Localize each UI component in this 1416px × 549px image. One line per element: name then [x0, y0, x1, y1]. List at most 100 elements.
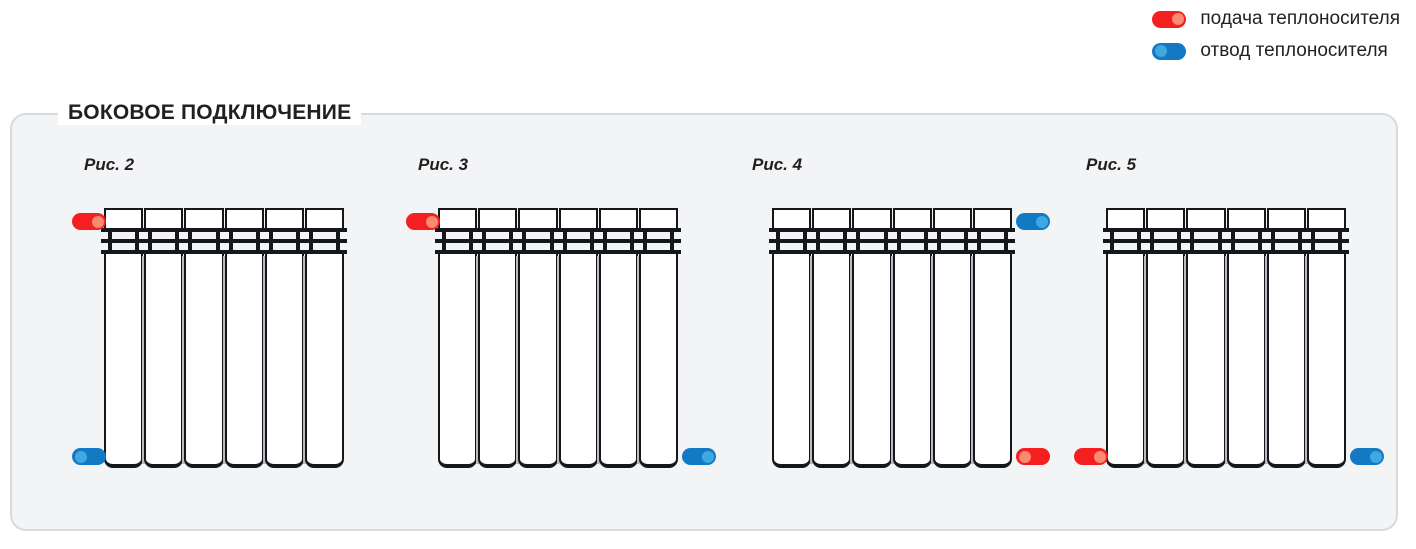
fin-line: [769, 239, 815, 243]
radiator-section: [1103, 208, 1149, 468]
section-body: [812, 254, 852, 468]
section-body: [972, 254, 1013, 468]
section-seam: [850, 256, 854, 464]
section-fins: [1103, 228, 1149, 256]
section-seam: [890, 256, 894, 464]
fin-post: [1190, 228, 1195, 254]
section-seam: [182, 256, 186, 464]
section-fins: [929, 228, 975, 256]
fin-post: [442, 228, 446, 254]
fin-line: [101, 239, 147, 243]
fin-post: [188, 228, 193, 254]
fin-line: [849, 250, 895, 254]
radiator-section: [301, 208, 348, 468]
section-fins: [435, 228, 481, 256]
fin-line: [1263, 250, 1309, 254]
radiator-diagram: [1103, 208, 1350, 468]
fin-post: [976, 228, 981, 254]
fin-post: [215, 228, 220, 254]
fin-line: [635, 250, 682, 254]
legend: подача теплоносителя отвод теплоносителя: [1152, 8, 1400, 62]
fin-line: [595, 239, 641, 243]
section-seam: [1224, 256, 1228, 464]
fin-post: [1177, 228, 1182, 254]
fin-line: [101, 228, 147, 232]
fin-line: [929, 228, 975, 232]
fin-line: [261, 250, 307, 254]
radiator-diagram: [769, 208, 1016, 468]
legend-label-supply: подача теплоносителя: [1200, 8, 1400, 29]
fin-post: [896, 228, 901, 254]
pill-knob: [1369, 450, 1382, 463]
radiator-section: [515, 208, 561, 468]
fin-post: [1338, 228, 1343, 254]
connection-marker-supply-top-left: [406, 213, 440, 230]
section-body: [1306, 254, 1347, 468]
connection-marker-return-bottom-right: [1350, 448, 1384, 465]
fin-line: [301, 250, 348, 254]
radiator-section: [889, 208, 935, 468]
section-fins: [101, 228, 147, 256]
fin-line: [1263, 228, 1309, 232]
fin-line: [1103, 250, 1149, 254]
fin-line: [515, 239, 561, 243]
section-body: [1186, 254, 1226, 468]
section-fins: [635, 228, 682, 256]
fin-post: [803, 228, 808, 254]
connection-marker-return-bottom-left: [72, 448, 106, 465]
fin-line: [969, 239, 1016, 243]
fin-post: [602, 228, 607, 254]
radiator-diagram: [435, 208, 682, 468]
red-pill-icon: [1152, 10, 1187, 28]
section-seam: [142, 256, 146, 464]
fin-post: [1270, 228, 1275, 254]
fin-line: [769, 250, 815, 254]
fin-post: [135, 228, 140, 254]
radiator-section: [435, 208, 481, 468]
radiator-section: [101, 208, 147, 468]
radiator-section: [769, 208, 815, 468]
fin-line: [1143, 228, 1189, 232]
fin-line: [769, 228, 815, 232]
fin-post: [1257, 228, 1262, 254]
fin-post: [108, 228, 112, 254]
fin-post: [562, 228, 567, 254]
fin-line: [435, 250, 481, 254]
fin-line: [889, 250, 935, 254]
section-body: [1146, 254, 1186, 468]
radiator-section: [595, 208, 641, 468]
fin-line: [515, 250, 561, 254]
fin-post: [268, 228, 273, 254]
fin-line: [889, 228, 935, 232]
section-seam: [222, 256, 226, 464]
fin-line: [595, 250, 641, 254]
radiator-section: [1143, 208, 1189, 468]
fin-line: [1143, 250, 1189, 254]
fin-line: [221, 250, 267, 254]
fin-post: [923, 228, 928, 254]
section-fins: [1303, 228, 1350, 256]
section-fins: [301, 228, 348, 256]
section-seam: [556, 256, 560, 464]
section-body: [104, 254, 144, 468]
section-body: [518, 254, 558, 468]
fin-post: [1004, 228, 1009, 254]
fin-line: [1183, 228, 1229, 232]
fin-line: [635, 239, 682, 243]
fin-line: [475, 239, 521, 243]
section-fins: [1223, 228, 1269, 256]
radiator-section: [221, 208, 267, 468]
section-seam: [1184, 256, 1188, 464]
fin-line: [301, 239, 348, 243]
fin-post: [1150, 228, 1155, 254]
connection-marker-return-bottom-right: [682, 448, 716, 465]
connection-marker-supply-bottom-left: [1074, 448, 1108, 465]
fin-post: [629, 228, 634, 254]
fin-line: [1223, 239, 1269, 243]
fin-line: [969, 250, 1016, 254]
section-seam: [302, 256, 306, 464]
fin-line: [1143, 239, 1189, 243]
section-body: [478, 254, 518, 468]
radiator-section: [1183, 208, 1229, 468]
fin-line: [555, 239, 601, 243]
